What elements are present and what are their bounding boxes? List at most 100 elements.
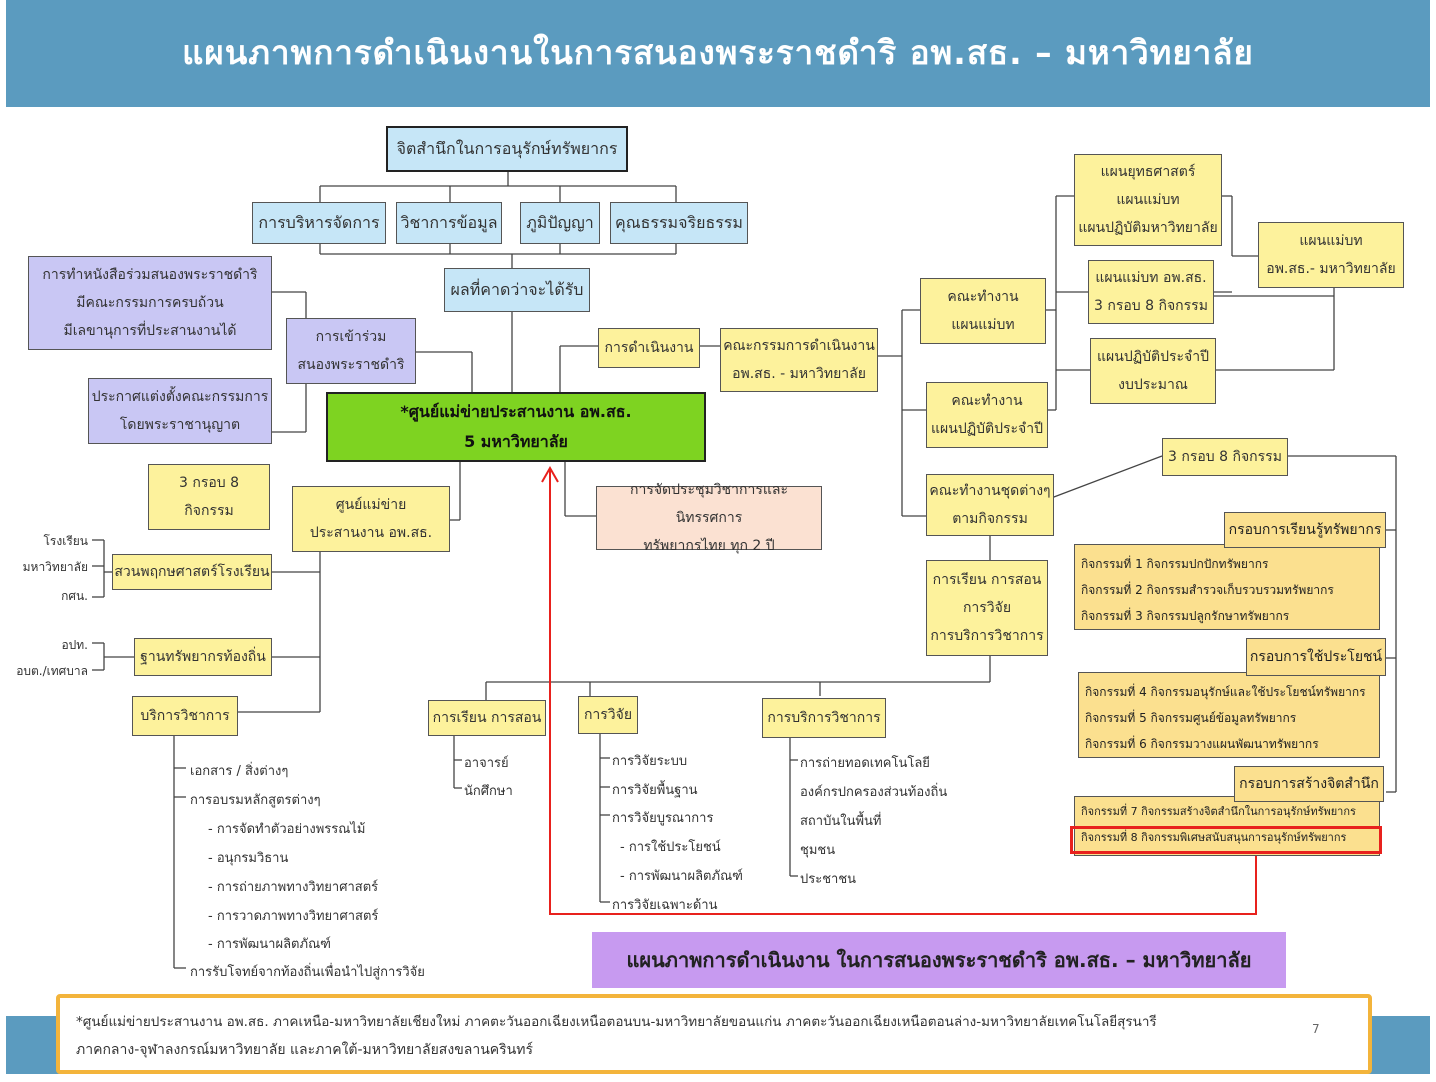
wisdom-box: ภูมิปัญญา: [520, 202, 600, 244]
mou-box: การทำหนังสือร่วมสนองพระราชดำริ มีคณะกรรม…: [28, 256, 272, 350]
hub-line-2: ประสานงาน อพ.สธ.: [309, 525, 433, 541]
strategy-box: แผนยุทธศาสตร์ แผนแม่บท แผนปฏิบัติมหาวิทย…: [1074, 154, 1222, 246]
research-item-6: การวิจัยเฉพาะด้าน: [612, 898, 718, 913]
service-item-2: การอบรมหลักสูตรต่างๆ: [190, 793, 321, 808]
service-item-3: - การจัดทำตัวอย่างพรรณไม้: [208, 822, 366, 837]
strategy-line-2: แผนแม่บท: [1116, 192, 1180, 208]
teach-box-line-2: การวิจัย: [962, 600, 1012, 616]
learning-frame-list: กิจกรรมที่ 1 กิจกรรมปกปักทรัพยากร กิจกรร…: [1074, 544, 1380, 630]
management-box: การบริหารจัดการ: [252, 202, 386, 244]
activity-8: กิจกรรมที่ 8 กิจกรรมพิเศษสนับสนุนการอนุร…: [1081, 831, 1347, 844]
teaching-box: การเรียน การสอน: [428, 700, 546, 736]
title-banner: แผนภาพการดำเนินงานในการสนองพระราชดำริ อพ…: [6, 0, 1430, 107]
label-school: โรงเรียน: [43, 534, 88, 548]
service-target-2: องค์กรปกครองส่วนท้องถิ่น: [800, 785, 948, 800]
teaching-item-1: อาจารย์: [464, 756, 509, 771]
center-line-1: *ศูนย์แม่ข่ายประสานงาน อพ.สธ.: [400, 402, 632, 421]
label-dla: อปท.: [61, 638, 88, 652]
operation-box: การดำเนินงาน: [598, 328, 700, 368]
announce-box: ประกาศแต่งตั้งคณะกรรมการ โดยพระราชานุญาต: [88, 378, 272, 444]
research-item-5: - การพัฒนาผลิตภัณฑ์: [620, 869, 743, 884]
committee-line-2: อพ.สธ. - มหาวิทยาลัย: [732, 366, 866, 382]
activity-2: กิจกรรมที่ 2 กิจกรรมสำรวจเก็บรวบรวมทรัพย…: [1081, 583, 1334, 597]
strategy-line-3: แผนปฏิบัติมหาวิทยาลัย: [1078, 220, 1218, 236]
school-garden-box: สวนพฤกษศาสตร์โรงเรียน: [112, 554, 272, 590]
conference-box: การจัดประชุมวิชาการและนิทรรศการ ทรัพยากร…: [596, 482, 822, 554]
annual-plan-line-2: งบประมาณ: [1118, 377, 1188, 393]
teach-box-line-1: การเรียน การสอน: [932, 572, 1042, 588]
service-item-4: - อนุกรมวิธาน: [208, 851, 289, 866]
wg-activity-line-1: คณะทำงานชุดต่างๆ: [929, 483, 1051, 499]
academic-data-box: วิชาการข้อมูล: [396, 202, 502, 244]
service-item-7: - การพัฒนาผลิตภัณฑ์: [208, 937, 331, 952]
committee-line-1: คณะกรรมการดำเนินงาน: [723, 338, 875, 354]
research-item-3: การวิจัยบูรณาการ: [612, 811, 714, 826]
academic-service-box: การบริการวิชาการ: [762, 698, 886, 738]
mou-line-2: มีคณะกรรมการครบถ้วน: [76, 295, 224, 311]
label-university: มหาวิทยาลัย: [22, 560, 88, 574]
research-box: การวิจัย: [578, 696, 638, 734]
wg-activity-line-2: ตามกิจกรรม: [952, 511, 1028, 527]
master-plan-main-box: แผนแม่บท อพ.สธ.- มหาวิทยาลัย: [1258, 222, 1404, 288]
teaching-item-2: นักศึกษา: [464, 784, 513, 799]
hub-line-1: ศูนย์แม่ข่าย: [335, 497, 407, 513]
strategy-line-1: แผนยุทธศาสตร์: [1100, 164, 1196, 180]
research-item-1: การวิจัยระบบ: [612, 754, 688, 769]
frame38-right-box: 3 กรอบ 8 กิจกรรม: [1162, 438, 1288, 476]
join-line-1: การเข้าร่วม: [315, 329, 387, 345]
wg-annual-line-1: คณะทำงาน: [951, 393, 1023, 409]
activity-7: กิจกรรมที่ 7 กิจกรรมสร้างจิตสำนึกในการอน…: [1081, 805, 1356, 818]
announce-line-1: ประกาศแต่งตั้งคณะกรรมการ: [91, 389, 269, 405]
center-hub-box: *ศูนย์แม่ข่ายประสานงาน อพ.สธ. 5 มหาวิทยา…: [326, 392, 706, 462]
activity-1: กิจกรรมที่ 1 กิจกรรมปกปักทรัพยากร: [1081, 557, 1269, 571]
mou-line-1: การทำหนังสือร่วมสนองพระราชดำริ: [42, 267, 258, 283]
service-item-8: การรับโจทย์จากท้องถิ่นเพื่อนำไปสู่การวิจ…: [190, 965, 425, 980]
service-item-6: - การวาดภาพทางวิทยาศาสตร์: [208, 909, 379, 924]
announce-line-2: โดยพระราชานุญาต: [119, 417, 241, 433]
master-38-line-1: แผนแม่บท อพ.สธ.: [1095, 270, 1207, 286]
conscience-box: จิตสำนึกในการอนุรักษ์ทรัพยากร: [386, 126, 628, 172]
local-base-box: ฐานทรัพยากรท้องถิ่น: [134, 638, 272, 676]
wg-master-line-1: คณะทำงาน: [947, 289, 1019, 305]
wg-annual-line-2: แผนปฏิบัติประจำปี: [931, 421, 1043, 437]
master-main-line-1: แผนแม่บท: [1299, 233, 1363, 249]
service-target-4: ชุมชน: [800, 843, 836, 858]
join-line-2: สนองพระราชดำริ: [297, 357, 405, 373]
teach-box-line-3: การบริการวิชาการ: [930, 628, 1044, 644]
label-nfe: กศน.: [61, 589, 88, 603]
service-item-1: เอกสาร / สิ่งต่างๆ: [190, 764, 289, 779]
activity-5: กิจกรรมที่ 5 กิจกรรมศูนย์ข้อมูลทรัพยากร: [1085, 711, 1297, 725]
wg-annual-box: คณะทำงาน แผนปฏิบัติประจำปี: [926, 382, 1048, 448]
annual-plan-box: แผนปฏิบัติประจำปี งบประมาณ: [1090, 338, 1216, 404]
conference-line-1: การจัดประชุมวิชาการและนิทรรศการ: [629, 482, 788, 526]
research-item-2: การวิจัยพื้นฐาน: [612, 783, 698, 798]
expected-results-box: ผลที่คาดว่าจะได้รับ: [444, 268, 590, 312]
activity-8-highlight: [1070, 826, 1382, 854]
label-sao: อบต./เทศบาล: [16, 664, 88, 678]
utilization-frame-list: กิจกรรมที่ 4 กิจกรรมอนุรักษ์และใช้ประโยช…: [1078, 672, 1380, 758]
ethics-box: คุณธรรมจริยธรรม: [610, 202, 748, 244]
diagram-caption: แผนภาพการดำเนินงาน ในการสนองพระราชดำริ อ…: [592, 932, 1286, 988]
page-number: 7: [1312, 1022, 1320, 1036]
activity-6: กิจกรรมที่ 6 กิจกรรมวางแผนพัฒนาทรัพยากร: [1085, 737, 1319, 751]
annual-plan-line-1: แผนปฏิบัติประจำปี: [1097, 349, 1209, 365]
teach-research-box: การเรียน การสอน การวิจัย การบริการวิชากา…: [926, 560, 1048, 656]
frame38-line-2: กิจกรรม: [184, 503, 234, 519]
service-box: บริการวิชาการ: [132, 696, 238, 736]
utilization-frame-title: กรอบการใช้ประโยชน์: [1246, 638, 1386, 676]
page-title: แผนภาพการดำเนินงานในการสนองพระราชดำริ อพ…: [182, 33, 1254, 72]
center-line-2: 5 มหาวิทยาลัย: [464, 432, 568, 451]
learning-frame-title: กรอบการเรียนรู้ทรัพยากร: [1224, 512, 1386, 548]
frame38-line-1: 3 กรอบ 8: [178, 475, 239, 491]
activity-3: กิจกรรมที่ 3 กิจกรรมปลูกรักษาทรัพยากร: [1081, 609, 1290, 623]
master-38-line-2: 3 กรอบ 8 กิจกรรม: [1094, 298, 1208, 314]
wg-master-line-2: แผนแม่บท: [951, 317, 1015, 333]
frame38-box: 3 กรอบ 8 กิจกรรม: [148, 464, 270, 530]
research-item-4: - การใช้ประโยชน์: [620, 840, 721, 855]
footnote-line-1: *ศูนย์แม่ข่ายประสานงาน อพ.สธ. ภาคเหนือ-ม…: [76, 1014, 1157, 1030]
wg-master-box: คณะทำงาน แผนแม่บท: [920, 278, 1046, 344]
wg-activity-box: คณะทำงานชุดต่างๆ ตามกิจกรรม: [926, 474, 1054, 536]
activity-4: กิจกรรมที่ 4 กิจกรรมอนุรักษ์และใช้ประโยช…: [1085, 685, 1366, 699]
service-item-5: - การถ่ายภาพทางวิทยาศาสตร์: [208, 880, 379, 895]
